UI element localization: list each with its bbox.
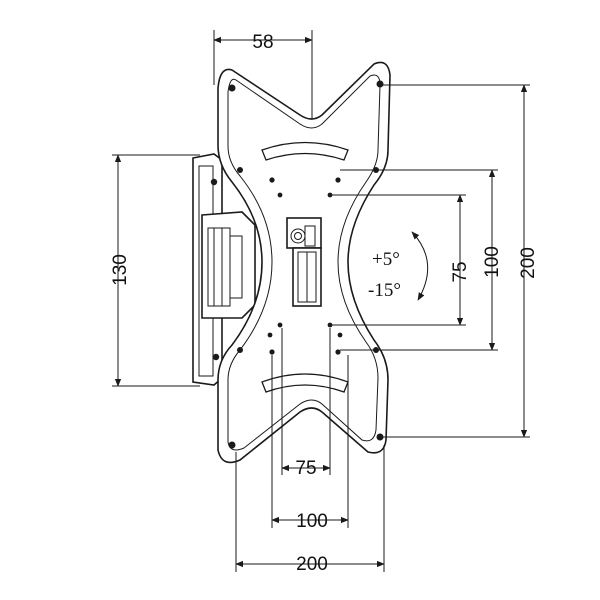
dim-bottom-200: 200 xyxy=(235,445,385,575)
dim-right-100: 100 xyxy=(340,169,503,351)
tilt-up-label: +5° xyxy=(372,249,400,270)
dim-left-130-label: 130 xyxy=(110,254,131,286)
tilt-indicator: +5° -15° xyxy=(368,231,429,301)
dim-right-200: 200 xyxy=(382,84,539,438)
dim-top-58: 58 xyxy=(213,30,313,118)
dim-right-75: 75 xyxy=(332,194,471,326)
dim-top-58-label: 58 xyxy=(252,32,273,53)
dim-bottom-100: 100 xyxy=(271,355,349,532)
dim-left-130: 130 xyxy=(110,154,200,387)
swing-arm xyxy=(201,211,256,319)
dim-right-200-label: 200 xyxy=(518,247,539,279)
dim-bottom-75-label: 75 xyxy=(295,458,316,479)
dim-bottom-200-label: 200 xyxy=(296,554,328,575)
dim-right-100-label: 100 xyxy=(482,246,503,278)
dim-right-75-label: 75 xyxy=(450,261,471,282)
dim-bottom-100-label: 100 xyxy=(296,511,328,532)
dim-bottom-75: 75 xyxy=(281,328,331,479)
tilt-down-label: -15° xyxy=(368,280,401,301)
vesa-plate xyxy=(217,61,391,464)
